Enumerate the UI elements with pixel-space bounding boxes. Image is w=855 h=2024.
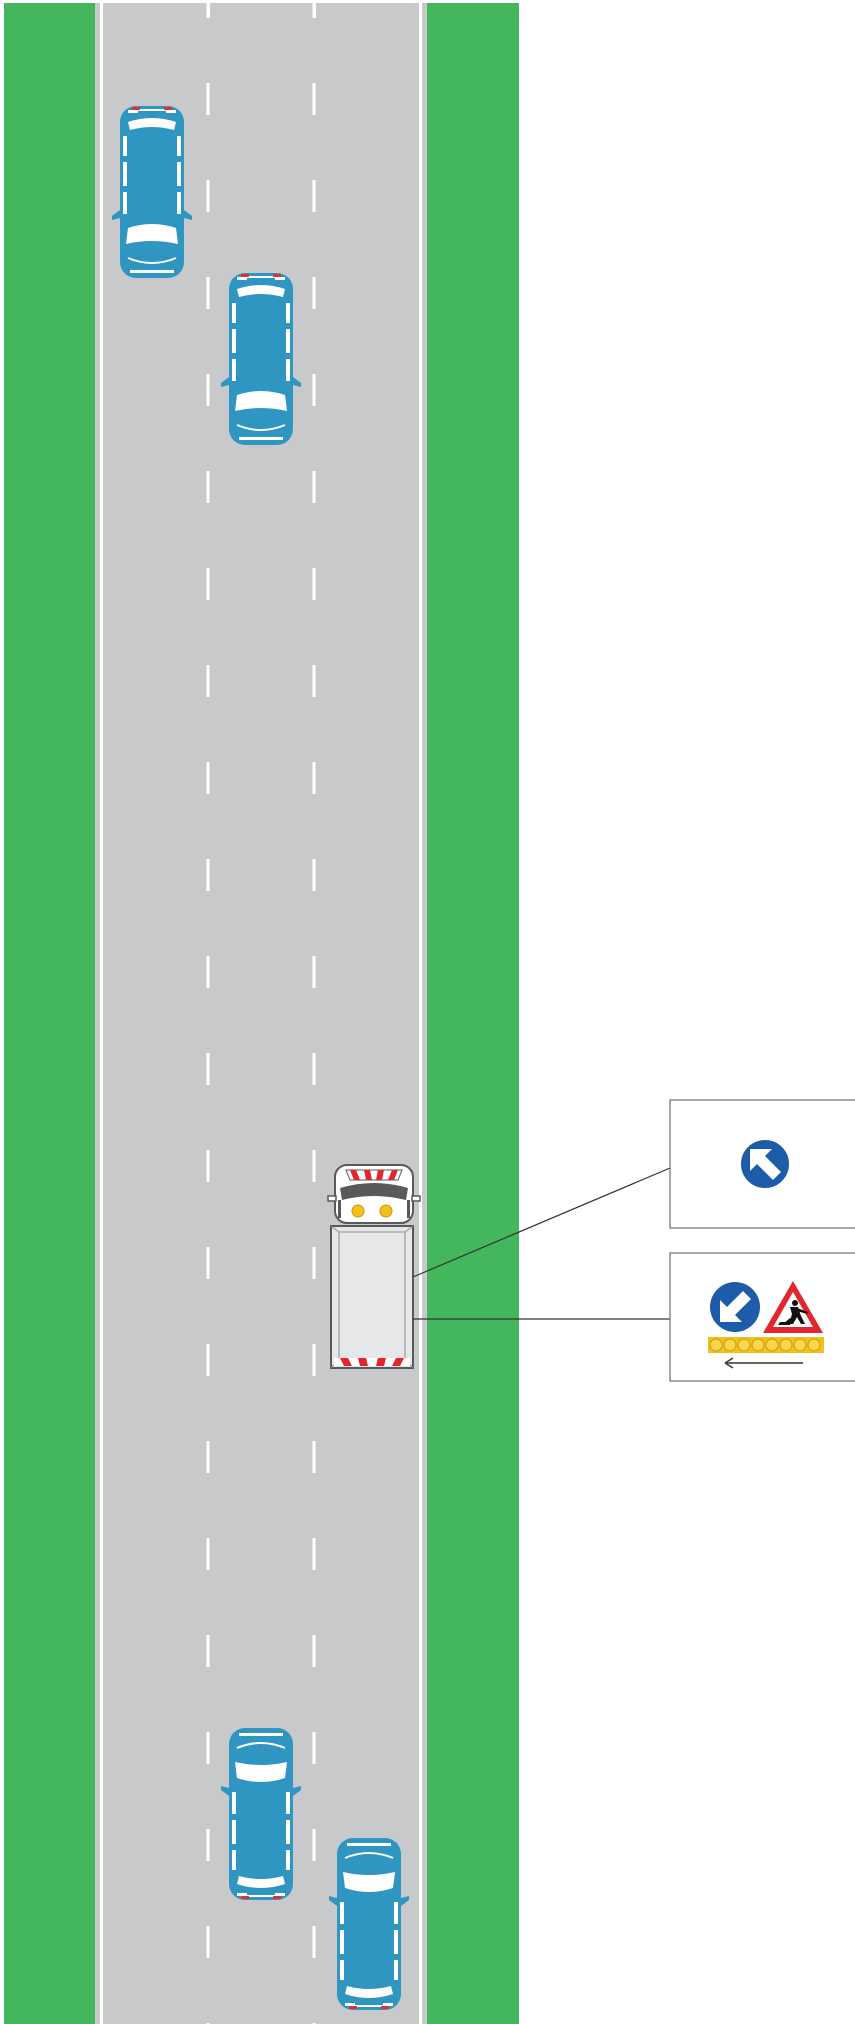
edge-line-right — [419, 3, 422, 2024]
keep-left-up-sign-icon — [738, 1137, 792, 1191]
car-lane-middle-1 — [221, 273, 301, 445]
front-sign-panel — [670, 1100, 855, 1228]
beacon-right — [380, 1205, 392, 1217]
beacon-left — [352, 1205, 364, 1217]
grass-right — [427, 3, 519, 2024]
edge-line-left — [100, 3, 103, 2024]
keep-left-down-sign-icon — [708, 1280, 762, 1334]
car-lane-right-1 — [329, 1838, 409, 2010]
car-lane-middle-2 — [221, 1728, 301, 1900]
grass-left — [4, 3, 95, 2024]
rear-sign-panel — [670, 1253, 855, 1381]
car-lane-left-1 — [112, 106, 192, 278]
arrow-light-bar-icon — [708, 1337, 824, 1353]
work-truck — [328, 1165, 420, 1368]
